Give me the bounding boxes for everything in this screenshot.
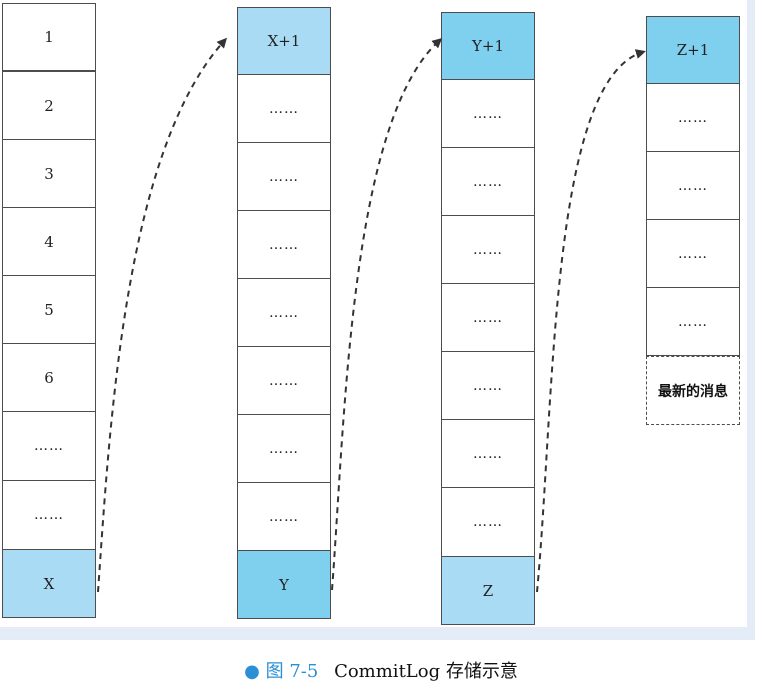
entry-label: 2 [44,96,54,115]
entry-label: 5 [44,300,54,319]
entry-cell: 2 [2,71,96,140]
entry-label: …… [34,438,64,454]
entry-label: …… [473,309,503,326]
entry-cell: …… [441,215,535,284]
entry-label: …… [678,245,708,262]
entry-label: 4 [44,232,54,251]
entry-label: …… [678,109,708,126]
entry-cell: 6 [2,343,96,412]
entry-cell: …… [237,414,331,483]
entry-cell: …… [237,210,331,279]
entry-cell-last: X [2,549,96,618]
entry-label: …… [269,236,299,253]
entry-cell: …… [237,142,331,211]
entry-label: 6 [44,368,54,387]
entry-cell: 1 [2,3,96,71]
entry-cell: …… [441,351,535,420]
entry-label: …… [269,508,299,525]
entry-cell: …… [237,74,331,143]
entry-label: …… [473,377,503,394]
newest-message-label: 最新的消息 [658,383,728,400]
entry-cell: …… [646,83,740,152]
entry-label: 3 [44,164,54,183]
frame-right-edge [747,0,755,640]
entry-label: 1 [44,28,54,46]
arrow-file2-to-file3 [331,38,443,591]
frame-bottom-edge [0,627,755,640]
entry-label: …… [473,241,503,258]
entry-cell: 4 [2,207,96,276]
entry-cell: …… [2,411,96,481]
entry-cell: …… [646,287,740,356]
entry-cell: …… [646,151,740,220]
entry-label: Y+1 [471,37,504,55]
figure-number: 图 7-5 [265,661,319,682]
entry-label: Z+1 [676,41,710,59]
entry-label: …… [473,105,503,122]
entry-label: X [43,574,55,593]
entry-label: …… [269,304,299,321]
entry-cell: 3 [2,139,96,208]
arrow-file1-to-file2 [97,37,228,593]
entry-label: Y [279,575,289,594]
entry-label: Z [482,581,494,600]
entry-cell-last: Z [441,556,535,625]
entry-cell-last: Y [237,550,331,619]
entry-cell: …… [441,283,535,352]
entry-label: …… [34,507,64,523]
entry-label: …… [269,440,299,457]
entry-cell: …… [441,79,535,148]
entry-label: …… [269,372,299,389]
entry-cell: …… [441,487,535,557]
entry-label: …… [473,445,503,462]
entry-cell-first: Z+1 [646,16,740,84]
entry-label: X+1 [267,32,301,50]
newest-message-slot: 最新的消息 [646,356,740,425]
entry-cell: …… [441,419,535,488]
entry-cell: …… [646,219,740,288]
caption-text: CommitLog 存储示意 [334,661,518,682]
entry-cell: …… [441,147,535,216]
entry-label: …… [678,177,708,194]
entry-label: …… [473,514,503,530]
entry-cell: …… [237,346,331,415]
entry-label: …… [269,100,299,117]
entry-label: …… [473,173,503,190]
entry-cell: …… [237,482,331,551]
caption-bullet: ● [244,661,260,682]
entry-label: …… [269,168,299,185]
entry-cell: …… [2,480,96,550]
entry-label: …… [678,313,708,330]
figure-caption: ● 图 7-5 CommitLog 存储示意 [0,657,762,683]
arrow-file3-to-file4 [536,49,646,593]
